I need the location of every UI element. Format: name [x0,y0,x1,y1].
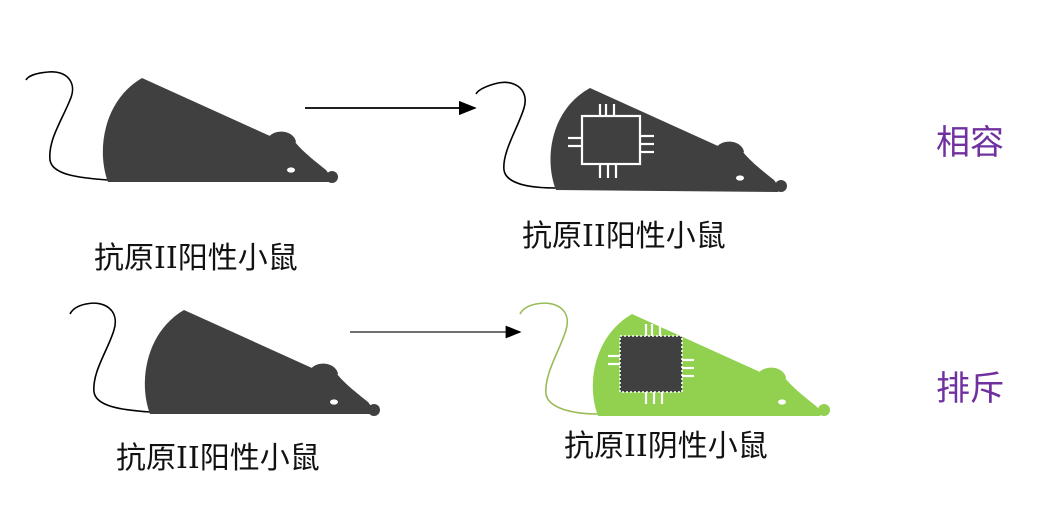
mouse-nose [775,180,787,192]
mouse-body [102,78,333,182]
result-label-row1: 相容 [936,123,1004,163]
mouse-body [550,88,780,192]
recipient-mouse-row2 [519,302,830,416]
result-label-row2: 排斥 [936,369,1004,409]
mouse-eye [736,175,744,181]
mouse-eye [330,399,338,405]
mouse-tail [519,302,599,415]
skin-graft-square-icon [608,324,694,404]
donor-mouse-row2 [69,302,380,416]
mouse-eye [778,399,786,405]
recipient-label-row1: 抗原II阳性小鼠 [522,219,726,254]
donor-label-row2: 抗原II阳性小鼠 [116,441,320,476]
mouse-ear [310,363,338,377]
mouse-ear [758,367,786,381]
mouse-ear [268,131,296,145]
mouse-tail [475,81,557,189]
recipient-label-row2: 抗原II阴性小鼠 [564,429,768,464]
mouse-tail [25,71,109,181]
donor-label-row1: 抗原II阳性小鼠 [94,241,298,276]
mouse-body [144,310,374,414]
mouse-nose [368,404,380,416]
mouse-eye [287,167,295,173]
mouse-nose [326,171,338,183]
skin-graft-square-icon [568,104,654,178]
mouse-nose [818,404,830,416]
donor-mouse-row1 [25,71,338,183]
mouse-ear [716,141,744,155]
mouse-tail [69,302,151,413]
recipient-mouse-row1 [475,81,787,192]
